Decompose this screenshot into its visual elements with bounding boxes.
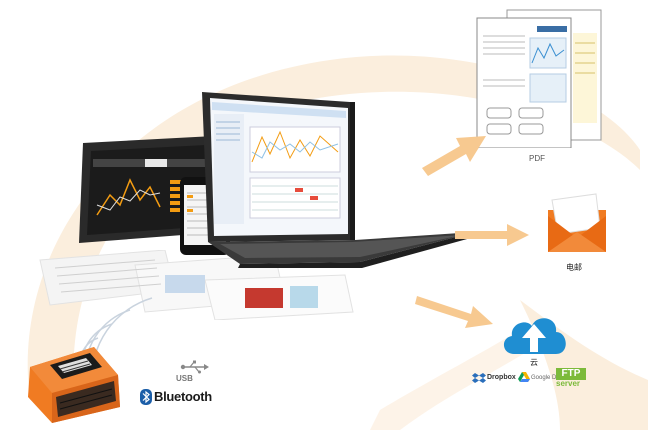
bluetooth-label: Bluetooth [154,389,212,404]
laptop-device [202,92,478,268]
dropbox-label: Dropbox [487,374,516,381]
cloud-label: 云 [530,358,538,367]
envelope-icon [548,193,606,252]
google-drive-icon [518,372,530,382]
dropbox-icon [472,373,486,383]
usb-label: USB [176,374,193,383]
pdf-label: PDF [529,154,545,163]
email-label: 电邮 [566,263,582,272]
ftp-label: FTP [556,368,586,380]
arrow-to-cloud [415,296,493,328]
bluetooth-icon [140,389,152,405]
ftp-server-badge: FTP server [556,368,586,388]
printed-reports [39,250,354,320]
arrow-to-pdf [422,136,486,176]
google-drive-label: Google Drive [531,375,567,381]
cloud-upload-icon [503,318,566,354]
pdf-report-icon [476,9,602,148]
usb-icon [180,360,209,374]
measurement-device [28,347,120,423]
arrow-to-email [455,224,529,246]
server-label: server [556,379,581,388]
